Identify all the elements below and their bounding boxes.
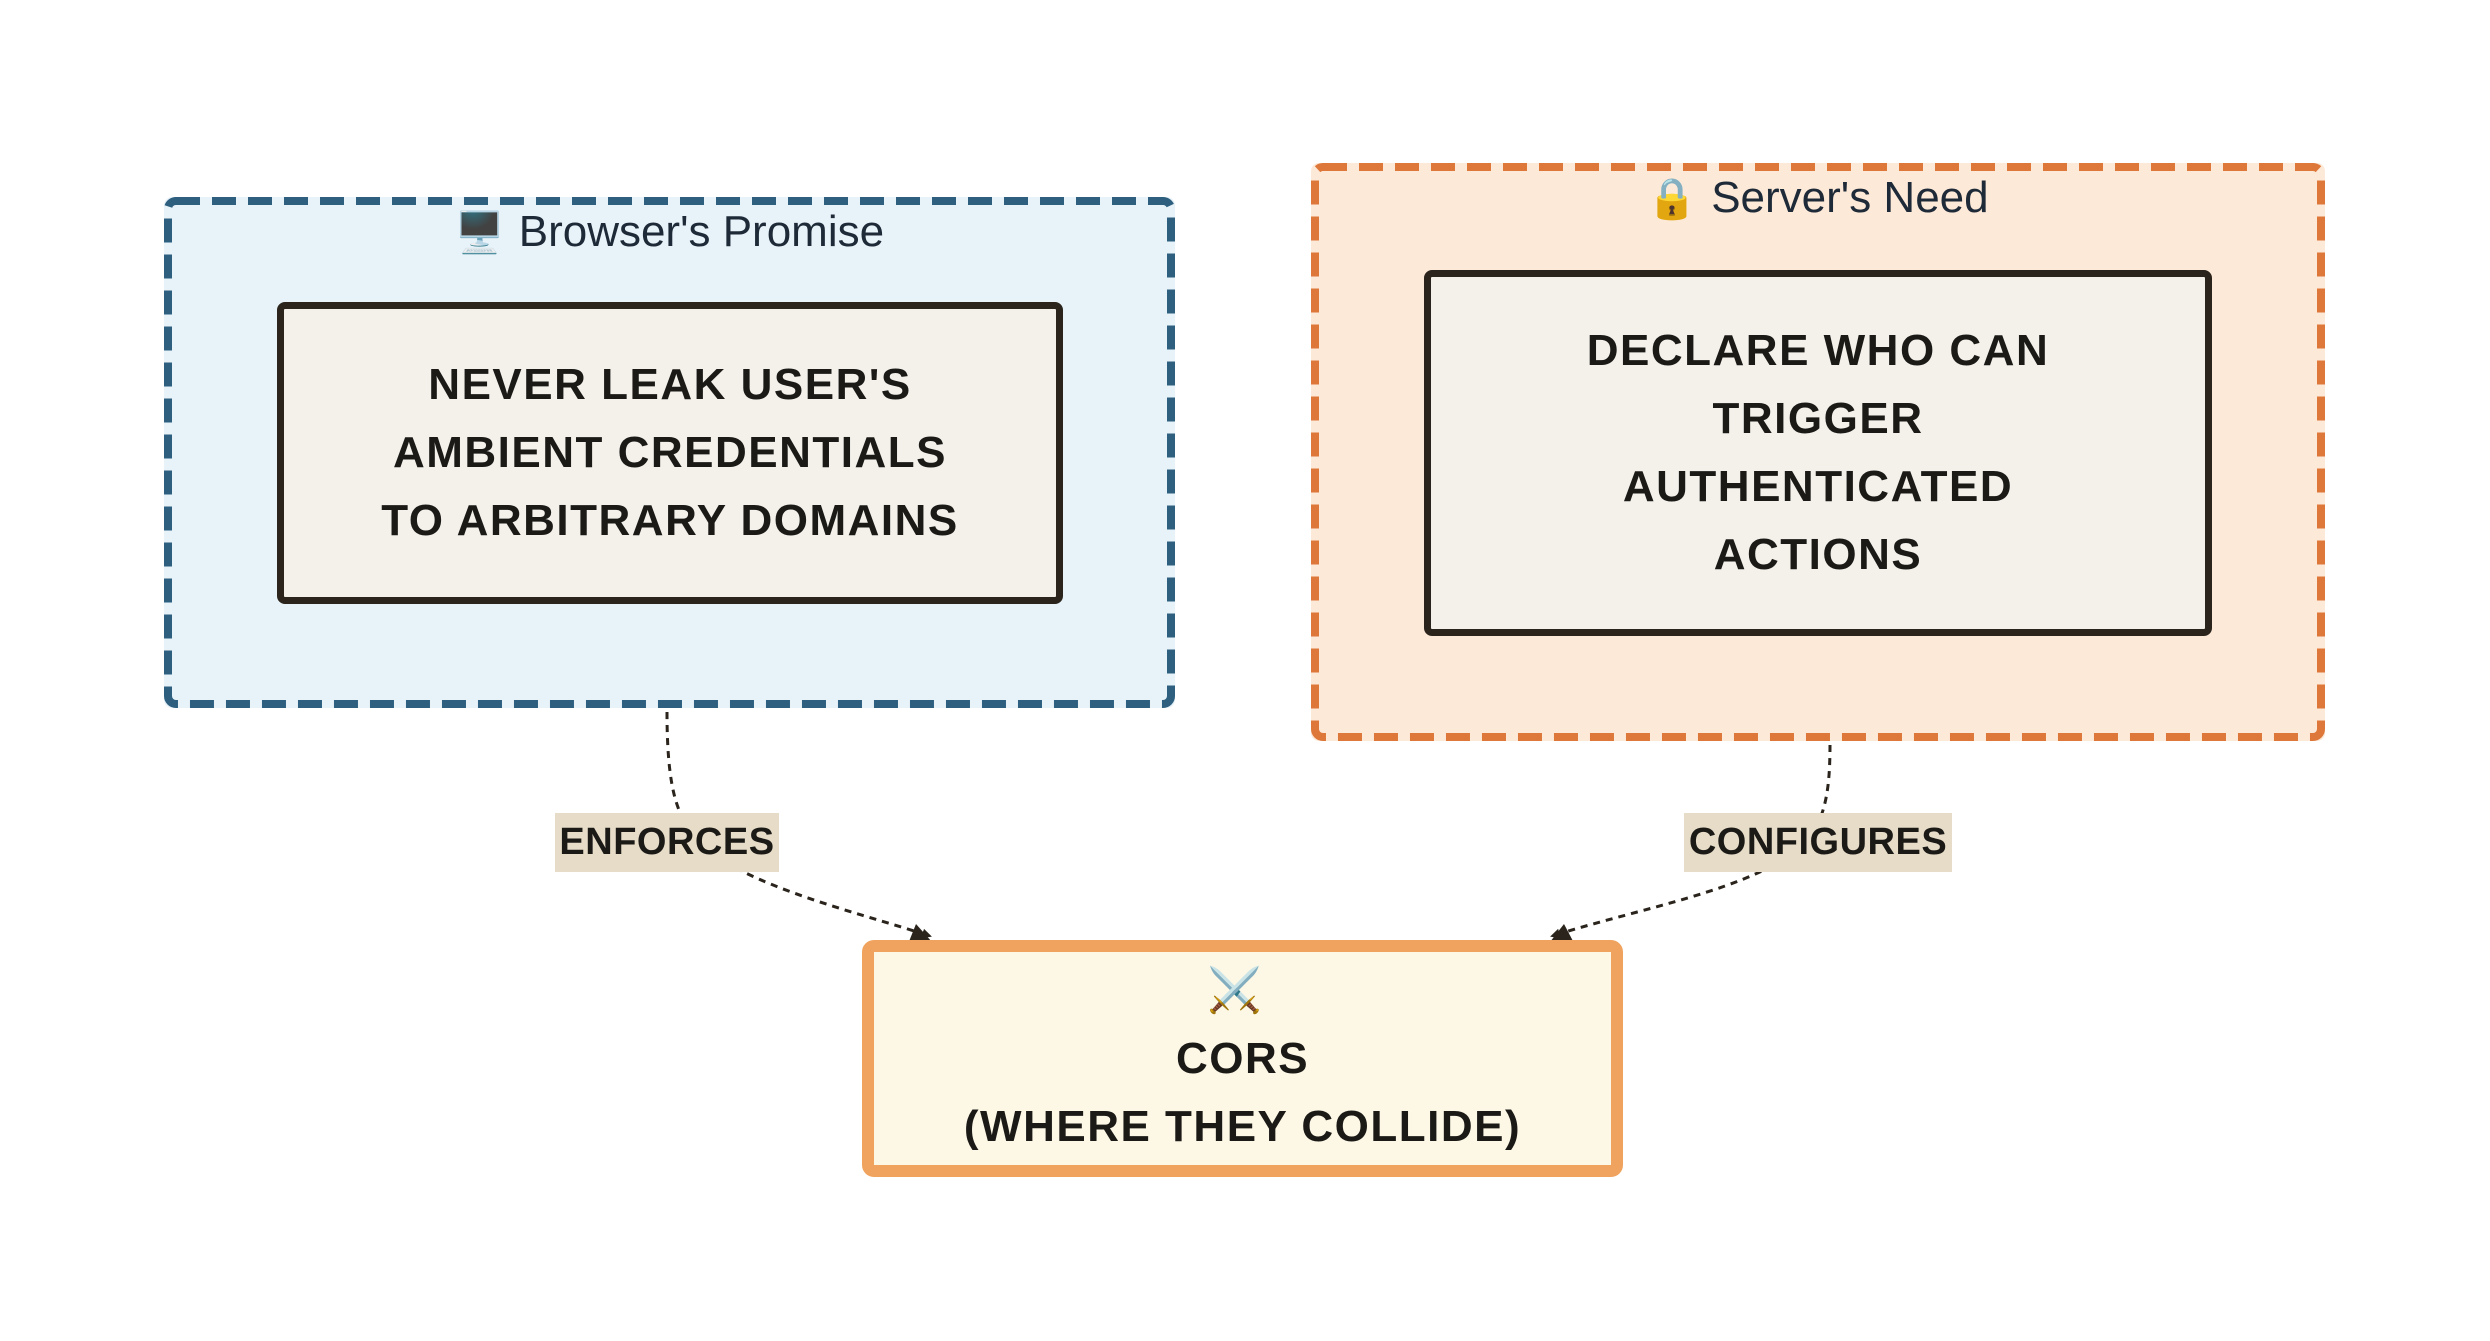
node-line: TRIGGER [1712,394,1924,443]
server-group-border [1311,163,2325,741]
node-line: NEVER LEAK USER'S [428,360,912,409]
node-line: AUTHENTICATED [1622,462,2014,511]
browser-group-title-text: Browser's Promise [518,207,885,256]
browser-promise-node[interactable]: NEVER LEAK USER'S AMBIENT CREDENTIALS TO… [277,302,1063,604]
edge-label-configures: CONFIGURES [1684,813,1952,872]
desktop-computer-icon: 🖥️ [454,210,505,256]
server-group-title: 🔒 Server's Need [1311,173,2325,223]
cors-node[interactable]: ⚔️ CORS (WHERE THEY COLLIDE) [862,940,1623,1177]
node-line: AMBIENT CREDENTIALS [392,428,948,477]
browser-group-title: 🖥️ Browser's Promise [164,207,1175,257]
cors-node-text: ⚔️ CORS (WHERE THEY COLLIDE) [964,957,1521,1161]
server-need-node[interactable]: DECLARE WHO CAN TRIGGER AUTHENTICATED AC… [1424,270,2212,636]
cors-title: CORS [1175,1033,1310,1083]
lock-icon: 🔒 [1647,176,1698,222]
node-line: TO ARBITRARY DOMAINS [381,496,959,545]
cors-subtitle: (WHERE THEY COLLIDE) [963,1101,1522,1151]
cors-title-line: ⚔️ CORS [964,957,1521,1093]
edge-configures-arrowhead [1550,924,1574,943]
edge-enforces [665,711,932,939]
edge-enforces-arrowhead [908,924,932,944]
crossed-swords-icon: ⚔️ [1207,964,1264,1016]
node-line: DECLARE WHO CAN [1586,326,2050,375]
node-line: ACTIONS [1713,530,1923,579]
browser-promise-node-text: NEVER LEAK USER'S AMBIENT CREDENTIALS TO… [381,351,959,555]
browser-group-border [164,197,1175,708]
server-need-node-text: DECLARE WHO CAN TRIGGER AUTHENTICATED AC… [1587,317,2049,589]
server-group-title-text: Server's Need [1711,173,1989,222]
edge-label-enforces: ENFORCES [555,813,779,872]
